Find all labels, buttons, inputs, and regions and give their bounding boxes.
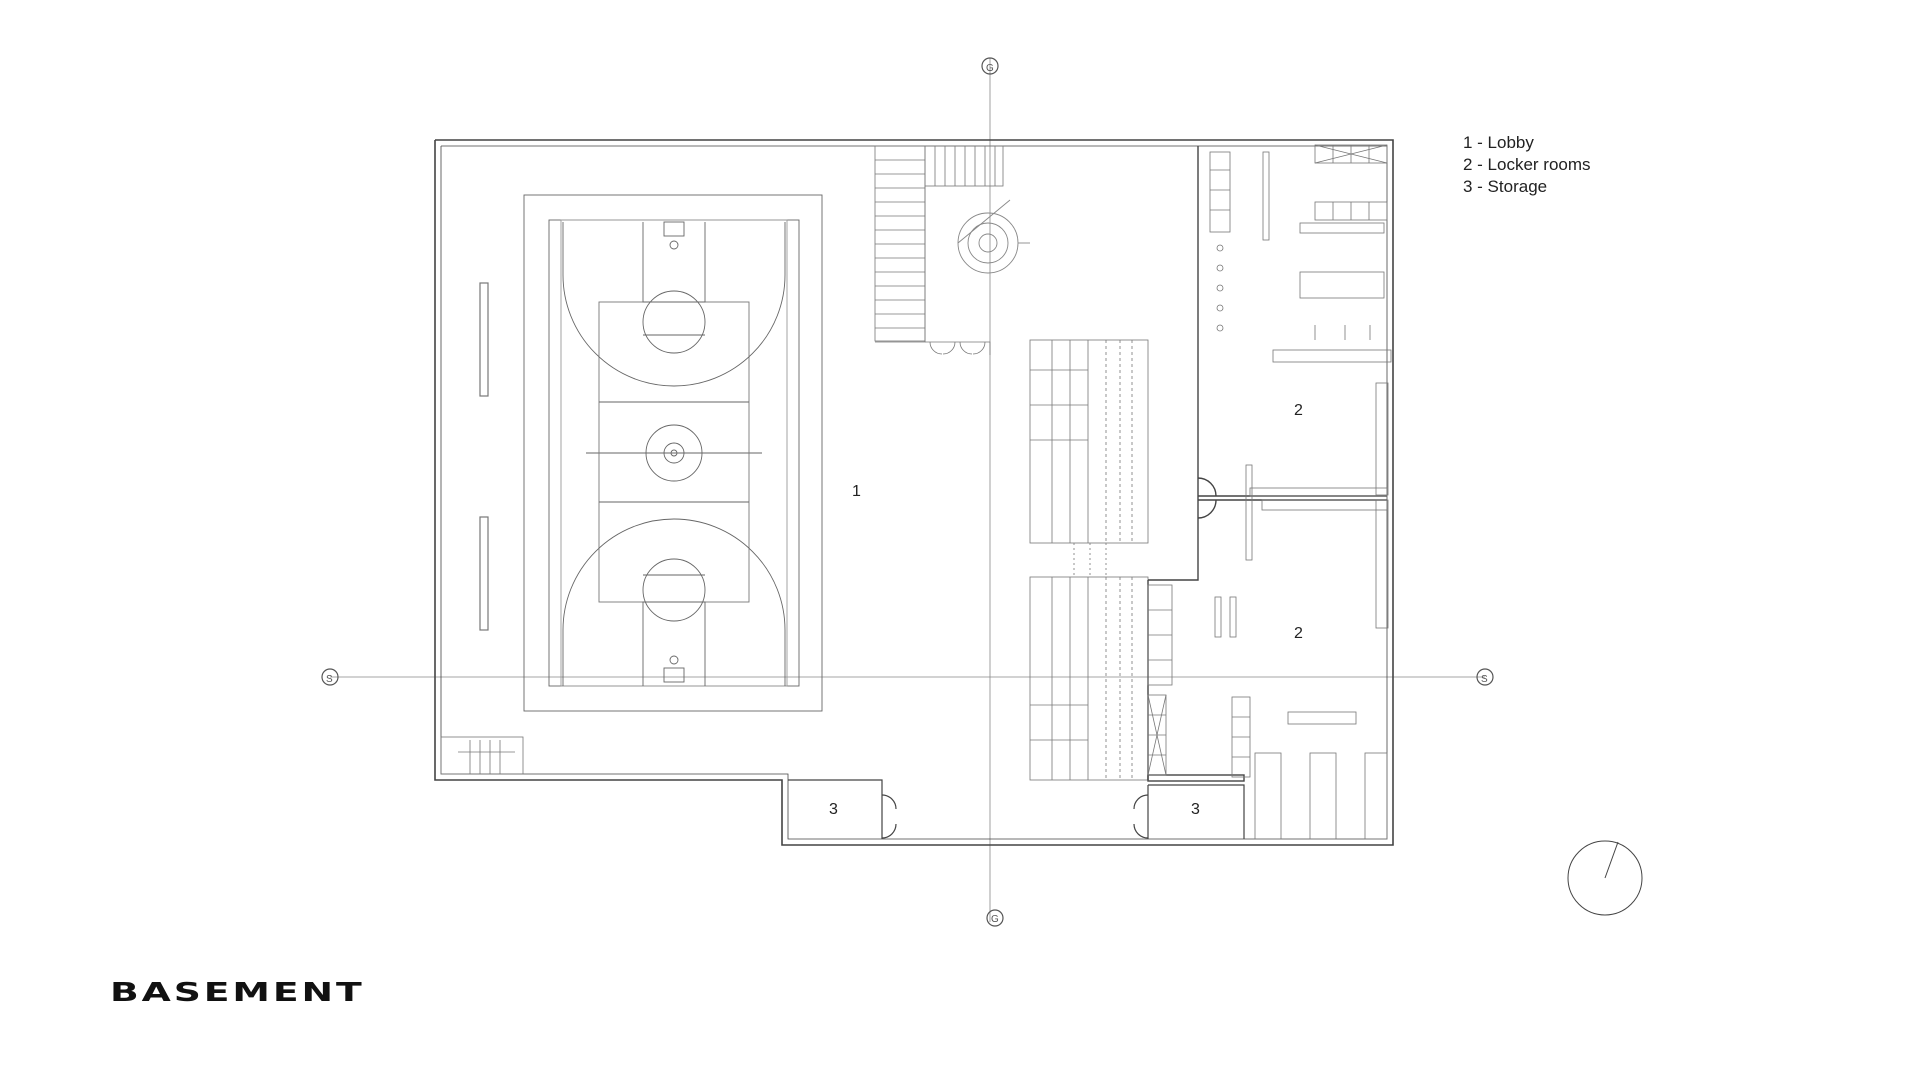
- top-stairs: [874, 145, 1004, 355]
- outer-walls: [434, 139, 1394, 846]
- north-arrow: [1567, 840, 1643, 916]
- bottom-left-stair: [440, 736, 524, 775]
- room-legend: 1 - Lobby 2 - Locker rooms 3 - Storage: [1463, 132, 1591, 198]
- grid-marker-left: S: [321, 668, 339, 686]
- grid-marker-bottom: G: [986, 909, 1004, 927]
- drawing-title: BASEMENT: [110, 978, 365, 1008]
- grid-marker-right-label: S: [1481, 674, 1488, 685]
- locker-upper-fixtures: [1209, 144, 1392, 561]
- legend-item-locker-rooms: 2 - Locker rooms: [1463, 155, 1591, 174]
- grid-marker-top-label: G: [986, 63, 994, 74]
- room-label-locker-lower: 2: [1294, 625, 1303, 642]
- bleachers-upper: [1029, 339, 1149, 544]
- room-label-lobby: 1: [852, 483, 861, 500]
- locker-room-walls: [1147, 146, 1387, 782]
- grid-marker-right: S: [1476, 668, 1494, 686]
- room-label-storage-right: 3: [1191, 801, 1200, 818]
- room-label-locker-upper: 2: [1294, 402, 1303, 419]
- bleachers-lower: [1029, 543, 1149, 781]
- basketball-court: [523, 194, 823, 712]
- room-label-storage-left: 3: [829, 801, 838, 818]
- locker-lower-fixtures: [1147, 499, 1389, 840]
- grid-lines: [330, 58, 1485, 922]
- grid-marker-bottom-label: G: [991, 914, 999, 925]
- grid-marker-left-label: S: [326, 674, 333, 685]
- grid-marker-top: G: [981, 57, 999, 75]
- spiral-stair: [957, 199, 1030, 274]
- legend-item-lobby: 1 - Lobby: [1463, 133, 1534, 152]
- legend-item-storage: 3 - Storage: [1463, 177, 1548, 196]
- storage-walls: [788, 779, 1245, 839]
